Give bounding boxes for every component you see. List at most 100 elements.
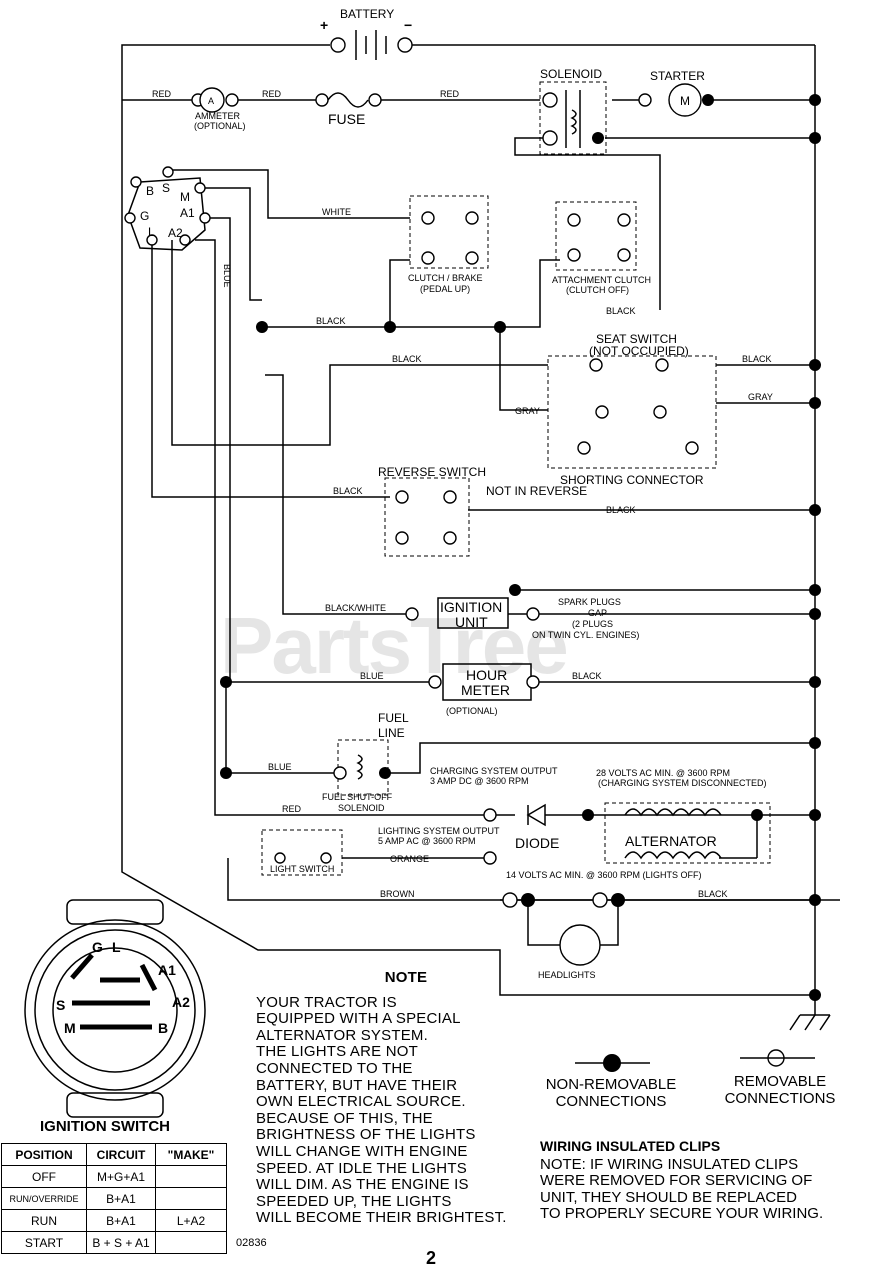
svg-text:A1: A1 [158, 962, 176, 978]
svg-text:BLUE: BLUE [268, 762, 292, 772]
solenoid-label: SOLENOID [540, 67, 602, 81]
svg-text:BLUE: BLUE [222, 264, 232, 288]
svg-text:BLACK: BLACK [698, 889, 728, 899]
svg-text:A2: A2 [168, 226, 183, 240]
svg-text:S: S [56, 997, 65, 1013]
component-labels: BATTERY + − SOLENOID STARTER M A AMMETER… [194, 7, 767, 980]
svg-text:BLACK: BLACK [742, 354, 772, 364]
svg-text:A1: A1 [180, 206, 195, 220]
fuel-line-1: FUEL [378, 711, 409, 725]
table-row: RUN B+A1 L+A2 [1, 1209, 227, 1232]
not-in-reverse-label: NOT IN REVERSE [486, 484, 587, 498]
table-row: RUN/OVERRIDE B+A1 [1, 1187, 227, 1210]
svg-text:BLUE: BLUE [360, 671, 384, 681]
clips-title: WIRING INSULATED CLIPS [540, 1138, 721, 1154]
headlights-label: HEADLIGHTS [538, 970, 596, 980]
svg-text:BLACK: BLACK [316, 316, 346, 326]
header-position: POSITION [1, 1143, 87, 1166]
non-removable-dots [220, 94, 821, 1072]
note-block: NOTE YOUR TRACTOR IS EQUIPPED WITH A SPE… [256, 969, 556, 1227]
note-line: WILL DIM. AS THE ENGINE IS [256, 1176, 469, 1194]
svg-text:RED: RED [282, 804, 302, 814]
svg-text:+: + [320, 17, 328, 33]
svg-text:A2: A2 [172, 994, 190, 1010]
svg-text:BROWN: BROWN [380, 889, 415, 899]
battery-label: BATTERY [340, 7, 394, 21]
fuel-solenoid-2: SOLENOID [338, 803, 385, 813]
volts28-2: (CHARGING SYSTEM DISCONNECTED) [598, 778, 767, 788]
clips-line: TO PROPERLY SECURE YOUR WIRING. [540, 1205, 824, 1222]
charging-output-1: CHARGING SYSTEM OUTPUT [430, 766, 558, 776]
table-header-row: POSITION CIRCUIT "MAKE" [1, 1143, 227, 1166]
reverse-switch-label: REVERSE SWITCH [378, 465, 486, 479]
svg-text:G: G [140, 209, 149, 223]
svg-text:BLACK/WHITE: BLACK/WHITE [325, 603, 386, 613]
fuel-solenoid-1: FUEL SHUT-OFF [322, 792, 393, 802]
spark-plugs-3: (2 PLUGS [572, 619, 613, 629]
svg-text:G: G [92, 939, 103, 955]
svg-text:B: B [158, 1020, 168, 1036]
note-line: ALTERNATOR SYSTEM. [256, 1026, 428, 1044]
clutch-brake-sub: (PEDAL UP) [420, 284, 470, 294]
ignition-switch-title: IGNITION SWITCH [40, 1118, 170, 1135]
note-title: NOTE [384, 969, 428, 986]
svg-text:BLACK: BLACK [572, 671, 602, 681]
fuel-line-2: LINE [378, 726, 405, 740]
svg-text:GRAY: GRAY [515, 406, 540, 416]
seat-switch-sub: (NOT OCCUPIED) [589, 344, 689, 358]
shorting-connector-label: SHORTING CONNECTOR [560, 473, 704, 487]
ammeter-label: AMMETER [195, 111, 241, 121]
note-line: WILL BECOME THEIR BRIGHTEST. [256, 1209, 507, 1227]
svg-text:BLACK: BLACK [333, 486, 363, 496]
starter-symbol: M [680, 94, 690, 108]
volts14-label: 14 VOLTS AC MIN. @ 3600 RPM (LIGHTS OFF) [506, 870, 702, 880]
clips-line: WERE REMOVED FOR SERVICING OF [540, 1172, 813, 1189]
legend-removable: REMOVABLE CONNECTIONS [724, 1073, 836, 1107]
svg-text:RED: RED [262, 89, 282, 99]
header-make: "MAKE" [155, 1143, 227, 1166]
attachment-clutch-label: ATTACHMENT CLUTCH [552, 275, 651, 285]
legend-non-removable: NON-REMOVABLE CONNECTIONS [545, 1076, 677, 1110]
hour-meter-2: METER [461, 682, 510, 698]
ammeter-symbol: A [208, 96, 214, 106]
clutch-brake-label: CLUTCH / BRAKE [408, 273, 483, 283]
charging-output-2: 3 AMP DC @ 3600 RPM [430, 776, 529, 786]
note-line: WILL CHANGE WITH ENGINE [256, 1142, 468, 1160]
clips-line: NOTE: IF WIRING INSULATED CLIPS [540, 1155, 799, 1173]
clips-line: UNIT, THEY SHOULD BE REPLACED [540, 1188, 798, 1206]
note-line: CONNECTED TO THE [256, 1059, 413, 1077]
ignition-unit-label-2: UNIT [455, 614, 488, 630]
note-line: BRIGHTNESS OF THE LIGHTS [256, 1126, 476, 1144]
diode-label: DIODE [515, 835, 559, 851]
ignition-switch-table: POSITION CIRCUIT "MAKE" OFF M+G+A1 RUN/O… [1, 1143, 227, 1254]
note-line: BATTERY, BUT HAVE THEIR [256, 1076, 458, 1094]
note-line: BECAUSE OF THIS, THE [256, 1109, 433, 1127]
svg-text:BLACK: BLACK [606, 505, 636, 515]
removable-terminals [124, 37, 785, 1067]
note-line: OWN ELECTRICAL SOURCE. [256, 1093, 466, 1111]
spark-plugs-1: SPARK PLUGS [558, 597, 621, 607]
ignition-unit-label-1: IGNITION [440, 599, 502, 615]
hour-meter-optional: (OPTIONAL) [446, 706, 498, 716]
note-line: SPEED. AT IDLE THE LIGHTS [256, 1159, 467, 1177]
svg-text:ORANGE: ORANGE [390, 854, 429, 864]
note-line: THE LIGHTS ARE NOT [256, 1043, 418, 1061]
table-row: OFF M+G+A1 [1, 1165, 227, 1188]
diode-symbol [526, 803, 546, 827]
svg-text:B: B [146, 184, 154, 198]
wire-color-labels: RED RED RED WHITE BLUE BLACK BLACK BLACK… [152, 89, 773, 899]
svg-text:RED: RED [440, 89, 460, 99]
ammeter-optional: (OPTIONAL) [194, 121, 246, 131]
fuse-label: FUSE [328, 111, 365, 127]
component-boxes [261, 81, 771, 876]
attachment-clutch-sub: (CLUTCH OFF) [566, 285, 629, 295]
page-number: 2 [426, 1248, 437, 1268]
starter-label: STARTER [650, 69, 705, 83]
svg-text:RED: RED [152, 89, 172, 99]
seat-switch-label: SEAT SWITCH [596, 332, 677, 346]
svg-text:−: − [404, 17, 412, 33]
ignition-switch-face: G L A1 S A2 M B [24, 899, 206, 1118]
wiring-lines [121, 30, 840, 1031]
svg-text:BLACK: BLACK [392, 354, 422, 364]
